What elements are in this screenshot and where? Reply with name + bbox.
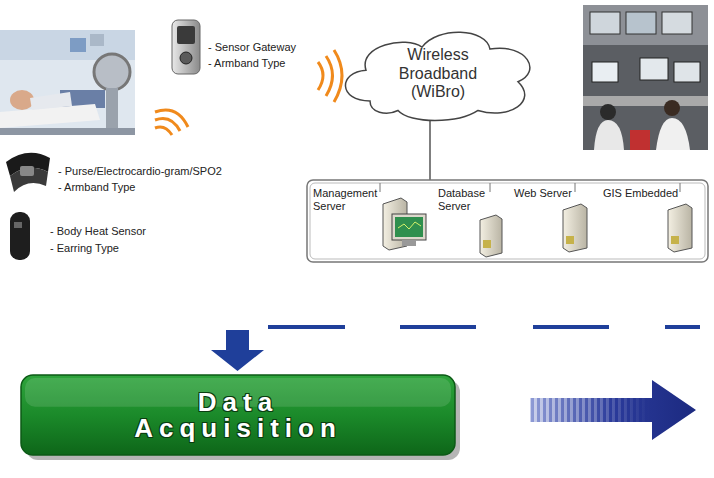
cloud-shape: Wireless Broadband (WiBro) xyxy=(338,26,538,122)
node-text: Data Acquisition xyxy=(122,389,354,441)
process-box: Data Acquisition xyxy=(20,374,456,456)
server-panel xyxy=(307,180,708,262)
dashed-divider xyxy=(268,325,700,329)
label-text: Web Server xyxy=(514,187,574,200)
wireless-waves xyxy=(155,50,342,135)
label-text: - Armband Type xyxy=(58,181,178,194)
right-arrow xyxy=(530,380,696,440)
down-arrow xyxy=(211,330,264,371)
link-line xyxy=(429,118,431,181)
label-text: - Armband Type xyxy=(208,57,328,70)
label-text: - Purse/Electrocardio-gram/SPO2 xyxy=(58,165,258,178)
node-text: Wireless Broadband (WiBro) xyxy=(378,46,498,101)
earring-sensor xyxy=(10,212,30,260)
label-text: - Body Heat Sensor xyxy=(50,225,180,238)
server-icons xyxy=(383,198,692,257)
label-text: - Sensor Gateway xyxy=(208,41,328,54)
patient-photo xyxy=(0,30,135,135)
label-text: - Earring Type xyxy=(50,242,170,255)
sensor-gateway xyxy=(172,20,200,74)
label-text: Management Server xyxy=(313,187,379,213)
label-text: Database Server xyxy=(438,187,490,213)
label-text: GIS Embedded xyxy=(603,187,679,200)
control-room-photo xyxy=(583,5,708,150)
armband-sensor xyxy=(6,153,50,192)
